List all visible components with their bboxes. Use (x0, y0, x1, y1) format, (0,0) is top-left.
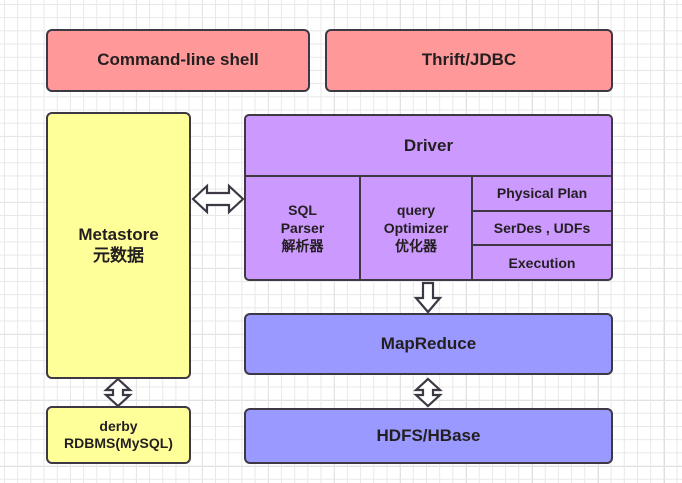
node-derby-rdbms[interactable]: derby RDBMS(MySQL) (46, 406, 191, 464)
double-arrow-vertical-icon (412, 377, 444, 408)
driver-cell-physical-plan[interactable]: Physical Plan (496, 185, 588, 202)
driver-cell-execution[interactable]: Execution (473, 244, 611, 279)
node-hdfs-hbase[interactable]: HDFS/HBase (244, 408, 613, 464)
driver-cell-query-optimizer[interactable]: query Optimizer 优化器 (361, 177, 473, 279)
arrow-down-icon (412, 281, 444, 314)
driver-stack: Physical Plan SerDes , UDFs Execution (473, 177, 611, 279)
node-command-line-shell[interactable]: Command-line shell (46, 29, 310, 92)
driver-title: Driver (246, 116, 611, 177)
double-arrow-vertical-icon (102, 377, 134, 408)
node-driver[interactable]: Driver SQL Parser 解析器 query Optimizer 优化… (244, 114, 613, 281)
node-thrift-jdbc[interactable]: Thrift/JDBC (325, 29, 613, 92)
driver-cell-serdes-udfs[interactable]: SerDes , UDFs (473, 209, 611, 245)
driver-cell-sql-parser[interactable]: SQL Parser 解析器 (246, 177, 361, 279)
node-metastore[interactable]: Metastore 元数据 (46, 112, 191, 379)
node-mapreduce[interactable]: MapReduce (244, 313, 613, 375)
driver-columns: SQL Parser 解析器 query Optimizer 优化器 Physi… (246, 177, 611, 279)
double-arrow-horizontal-icon (191, 182, 245, 216)
